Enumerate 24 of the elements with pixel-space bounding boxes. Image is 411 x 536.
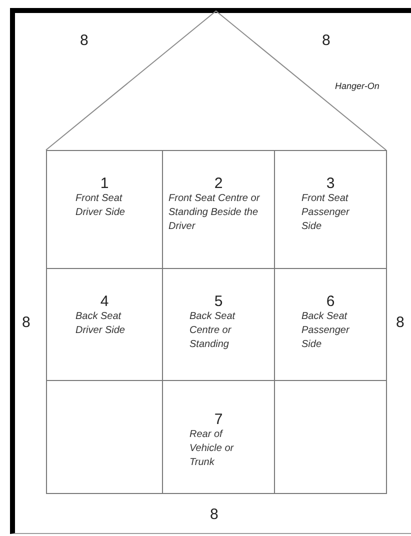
seat-number: 7 [214,411,223,428]
position-number: 8 [396,314,404,331]
seat-description: Front Seat Driver Side [76,192,126,220]
seat-cell [46,380,163,494]
seat-description: Rear of Vehicle or Trunk [190,428,235,470]
position-number: 8 [210,506,218,523]
position-number: 8 [322,32,330,49]
seat-description: Back Seat Centre or Standing [190,310,236,352]
seat-cell [274,150,387,269]
seat-number: 1 [100,175,109,192]
seat-description: Front Seat Centre or Standing Beside the Driver [168,192,261,234]
seat-number: 2 [214,175,223,192]
position-number: 8 [22,314,30,331]
seat-cell [46,150,163,269]
seat-description: Front Seat Passenger Side [302,192,350,234]
seat-number: 6 [326,293,335,310]
seat-number: 5 [214,293,223,310]
seat-description: Back Seat Passenger Side [302,310,350,352]
seat-cell [274,380,387,494]
seat-number: 4 [100,293,109,310]
note-label: Hanger-On [335,81,380,91]
seat-description: Back Seat Driver Side [76,310,126,338]
seat-number: 3 [326,175,335,192]
position-number: 8 [80,32,88,49]
